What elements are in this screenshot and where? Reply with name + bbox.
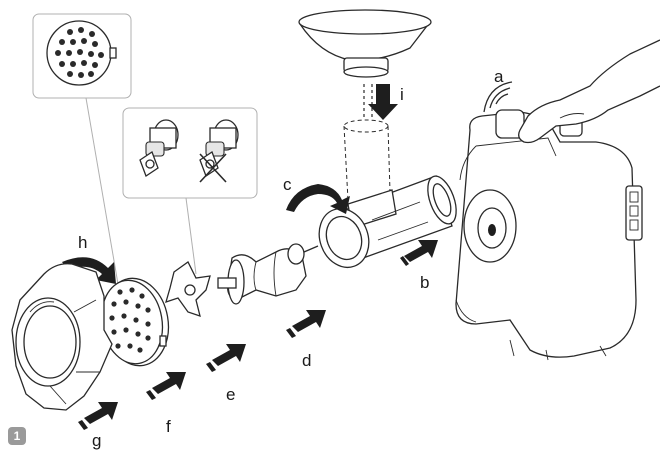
label-b: b — [420, 273, 429, 292]
hand-pressing-switch — [519, 40, 660, 143]
arrow-i — [364, 84, 398, 120]
feed-tube-ghost — [344, 120, 390, 200]
arrow-b — [400, 240, 438, 266]
step-number-badge: 1 — [8, 427, 26, 445]
arrow-e — [206, 344, 246, 372]
motor-unit — [456, 100, 642, 360]
label-h: h — [78, 233, 87, 252]
press-signal-icon — [484, 82, 512, 112]
label-c: c — [283, 175, 292, 194]
label-a: a — [494, 67, 504, 86]
auger-screw — [218, 244, 318, 304]
label-f: f — [166, 417, 171, 436]
mincer-head — [311, 172, 462, 274]
blade-detail-callout — [123, 108, 257, 274]
cutting-blade — [166, 262, 210, 316]
label-e: e — [226, 385, 235, 404]
arrow-g — [78, 402, 118, 430]
label-i: i — [400, 85, 404, 104]
label-d: d — [302, 351, 311, 370]
arrow-c-rotate — [286, 184, 350, 214]
hopper-tray — [299, 10, 431, 77]
arrow-d — [286, 310, 326, 338]
ring-nut — [12, 264, 112, 410]
label-g: g — [92, 431, 101, 450]
arrow-f — [146, 372, 186, 400]
